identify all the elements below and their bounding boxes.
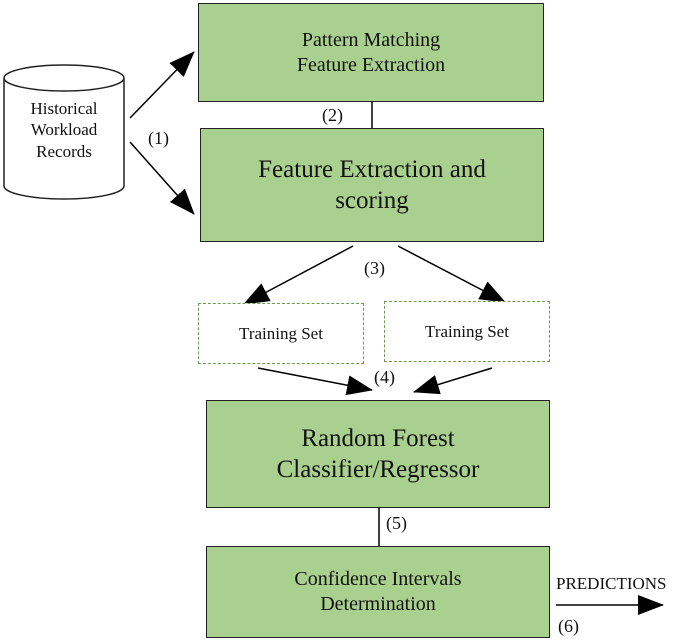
arrow-scoring-to-train-left xyxy=(243,245,354,305)
training-set-right-label: Training Set xyxy=(425,321,509,341)
arrow-train-left-to-rf xyxy=(257,367,373,396)
confidence-box: Confidence Intervals Determination xyxy=(206,546,550,638)
step-label-6: (6) xyxy=(558,616,579,636)
feature-scoring-box: Feature Extraction and scoring xyxy=(200,128,544,242)
training-set-left-label: Training Set xyxy=(239,323,323,343)
step-label-5: (5) xyxy=(386,513,407,533)
pattern-matching-line-1: Pattern Matching xyxy=(301,28,441,51)
step-label-4: (4) xyxy=(374,367,395,387)
feature-scoring-line-1: Feature Extraction and xyxy=(258,155,486,183)
database-line-3: Records xyxy=(36,141,92,161)
arrow-db-to-scoring xyxy=(129,141,195,215)
step-label-3: (3) xyxy=(364,258,385,278)
pattern-matching-box: Pattern Matching Feature Extraction xyxy=(198,3,544,102)
training-set-right-box: Training Set xyxy=(384,301,550,362)
database-label: Historical Workload Records xyxy=(4,98,124,162)
random-forest-box: Random Forest Classifier/Regressor xyxy=(206,400,550,508)
pattern-matching-line-2: Feature Extraction xyxy=(296,53,446,76)
database-cylinder xyxy=(3,64,125,200)
random-forest-line-1: Random Forest xyxy=(301,424,455,452)
database-line-2: Workload xyxy=(30,120,98,140)
random-forest-line-2: Classifier/Regressor xyxy=(276,456,480,483)
arrow-train-right-to-rf xyxy=(413,367,493,395)
step-label-2: (2) xyxy=(322,105,343,125)
arrow-db-to-pattern xyxy=(129,51,195,119)
confidence-line-2: Determination xyxy=(320,593,436,615)
predictions-label: PREDICTIONS xyxy=(556,574,667,593)
step-label-1: (1) xyxy=(148,128,169,148)
training-set-left-box: Training Set xyxy=(198,303,364,364)
arrow-scoring-to-train-right xyxy=(397,245,506,303)
confidence-line-1: Confidence Intervals xyxy=(294,568,462,590)
feature-scoring-line-2: scoring xyxy=(335,187,409,214)
database-line-1: Historical xyxy=(30,99,98,118)
